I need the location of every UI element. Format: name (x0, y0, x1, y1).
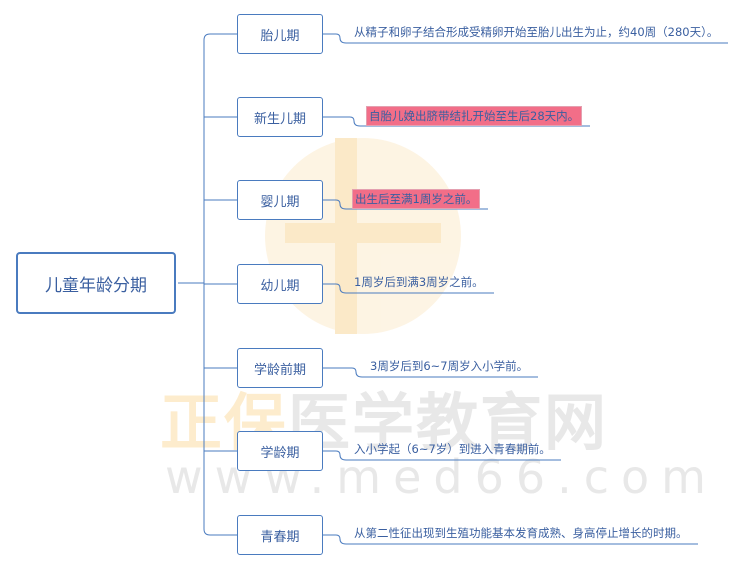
stage-node[interactable]: 学龄期 (237, 431, 323, 471)
stage-node[interactable]: 学龄前期 (237, 348, 323, 388)
description-underline (323, 283, 494, 294)
description-underline (323, 199, 488, 210)
stage-node[interactable]: 婴儿期 (237, 180, 323, 220)
watermark-brand: 正保医学教育网 (160, 372, 608, 462)
stage-node[interactable]: 新生儿期 (237, 97, 323, 137)
stage-description: 从精子和卵子结合形成受精卵开始至胎儿出生为止，约40周（280天）。 (354, 25, 719, 39)
stage-label: 学龄期 (260, 445, 300, 461)
stage-description: 自胎儿娩出脐带结扎开始至生后28天内。 (366, 106, 583, 126)
stage-description: 出生后至满1周岁之前。 (352, 189, 481, 209)
description-underline (323, 116, 590, 127)
stage-description: 入小学起（6~7岁）到进入青春期前。 (354, 442, 551, 456)
description-underline (323, 33, 728, 44)
stage-label: 新生儿期 (253, 111, 306, 127)
watermark-brand-b: 医学教育网 (288, 386, 609, 459)
stage-label: 婴儿期 (260, 194, 300, 210)
description-underline (323, 534, 698, 545)
stage-node[interactable]: 幼儿期 (237, 264, 323, 304)
stage-description: 3周岁后到6~7周岁入小学前。 (370, 359, 529, 373)
stage-label: 幼儿期 (260, 278, 300, 294)
stage-node[interactable]: 胎儿期 (237, 14, 323, 54)
stage-label: 青春期 (260, 529, 300, 545)
description-underline (323, 450, 561, 461)
root-label: 儿童年龄分期 (45, 275, 147, 296)
trunk-lower (203, 283, 237, 536)
root-node[interactable]: 儿童年龄分期 (16, 252, 176, 314)
stage-label: 学龄前期 (253, 362, 306, 378)
stage-label: 胎儿期 (260, 28, 300, 44)
description-underline (323, 367, 538, 378)
stage-description: 从第二性征出现到生殖功能基本发育成熟、身高停止增长的时期。 (354, 526, 688, 540)
trunk-upper (203, 33, 237, 283)
stage-node[interactable]: 青春期 (237, 515, 323, 555)
stage-description: 1周岁后到满3周岁之前。 (354, 275, 484, 289)
